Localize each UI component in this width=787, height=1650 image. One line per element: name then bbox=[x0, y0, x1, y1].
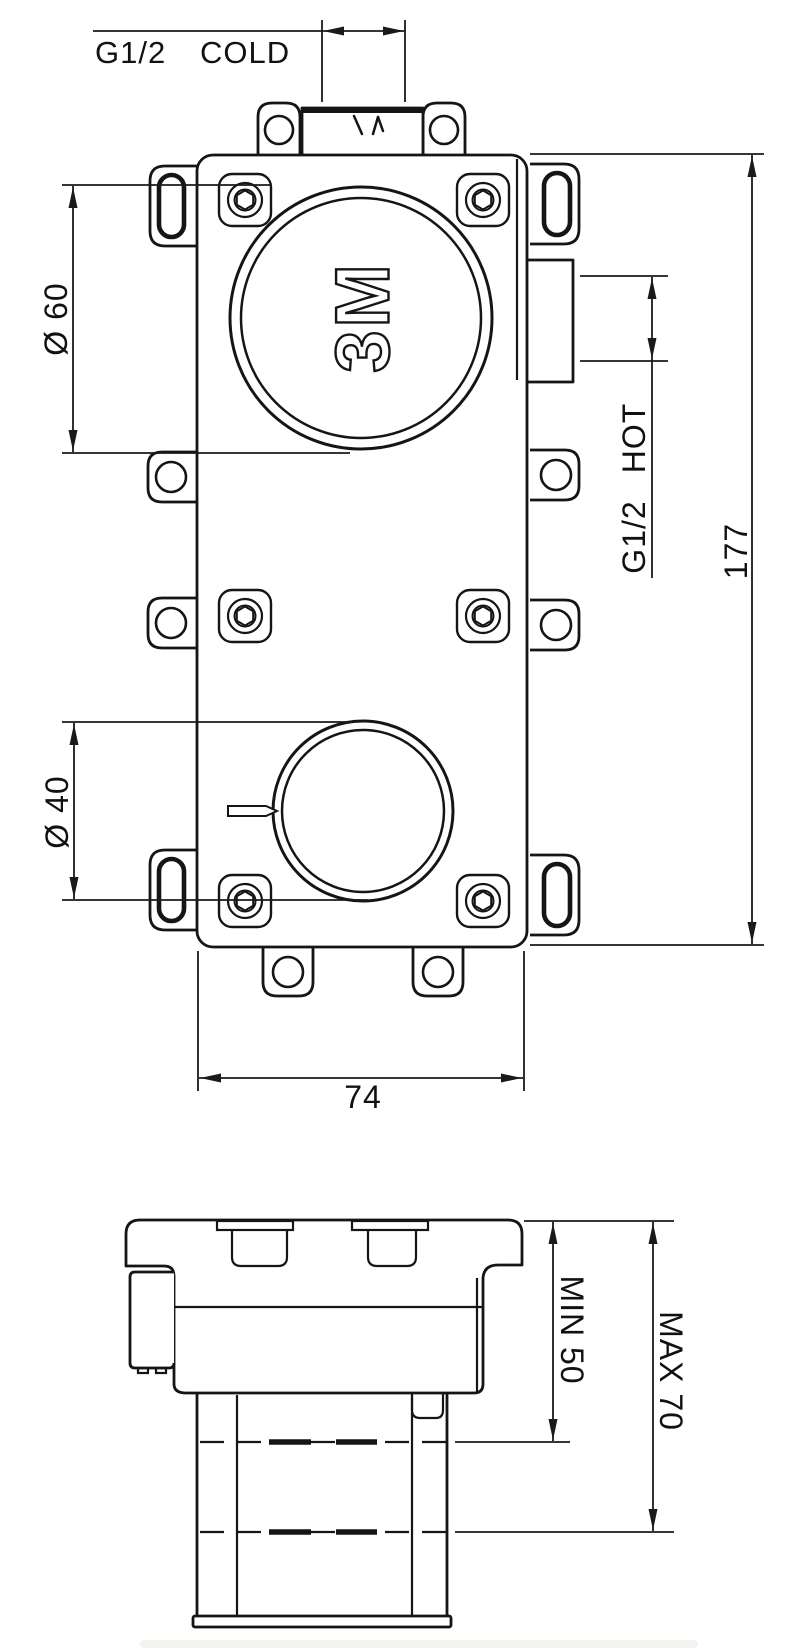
tab-oval-bottom-right bbox=[530, 855, 579, 935]
label-cold: COLD bbox=[200, 35, 290, 70]
screw-boss bbox=[217, 172, 273, 228]
dim-hot-inlet: HOT G1/2 bbox=[580, 275, 668, 578]
label-height: 177 bbox=[718, 523, 754, 579]
tab-circle-left-1 bbox=[146, 450, 199, 504]
label-dia-40: Ø 40 bbox=[39, 775, 75, 848]
label-cold-thread: G1/2 bbox=[95, 35, 166, 70]
thermostat-circle bbox=[228, 185, 494, 451]
volume-circle bbox=[227, 719, 455, 903]
index-pointer bbox=[227, 805, 280, 817]
side-boss-left bbox=[215, 1219, 295, 1268]
label-hot-thread: G1/2 bbox=[616, 500, 652, 573]
page-shadow bbox=[140, 1640, 698, 1648]
screw-boss bbox=[455, 172, 511, 228]
dim-height-177: 177 bbox=[530, 153, 764, 946]
tab-circle-left-2 bbox=[146, 596, 199, 650]
label-dia-60: Ø 60 bbox=[38, 282, 74, 355]
label-hot: HOT bbox=[616, 403, 652, 474]
tab-oval-top-left bbox=[150, 166, 199, 246]
cold-port bbox=[300, 106, 425, 159]
label-width: 74 bbox=[344, 1079, 382, 1115]
brand-logo: 3M bbox=[321, 261, 406, 373]
screw-boss bbox=[455, 873, 511, 929]
screw-boss bbox=[455, 588, 511, 644]
label-min-depth: MIN 50 bbox=[554, 1275, 590, 1384]
tab-circle-right-1 bbox=[528, 448, 581, 502]
dim-dia-40: Ø 40 bbox=[39, 721, 368, 901]
dim-width-74: 74 bbox=[197, 951, 525, 1115]
tab-oval-bottom-left bbox=[150, 850, 199, 930]
dimensions-side: MIN 50 MAX 70 bbox=[455, 1220, 689, 1533]
sleeve-rim bbox=[191, 1614, 453, 1629]
bottom-lug-right bbox=[411, 945, 465, 998]
screw-boss bbox=[217, 588, 273, 644]
screw-boss bbox=[217, 873, 273, 929]
bottom-lug-left bbox=[261, 945, 315, 998]
dim-max-depth: MAX 70 bbox=[455, 1222, 689, 1533]
plaster-sleeve bbox=[191, 1393, 453, 1629]
hot-port bbox=[522, 258, 575, 384]
tab-circle-right-2 bbox=[528, 598, 581, 652]
side-boss-right bbox=[350, 1219, 430, 1268]
dimensions-front: G1/2 COLD Ø 60 Ø 40 HOT bbox=[38, 20, 764, 1115]
top-ear-left bbox=[256, 101, 302, 157]
dim-cold-inlet: G1/2 COLD bbox=[93, 20, 406, 102]
side-port bbox=[128, 1270, 176, 1375]
dim-dia-60: Ø 60 bbox=[38, 184, 350, 454]
top-ear-right bbox=[421, 101, 467, 157]
tab-oval-top-right bbox=[530, 164, 579, 244]
sleeve-notch bbox=[410, 1394, 445, 1420]
hidden-thread-lines bbox=[200, 1439, 452, 1535]
thread-mark bbox=[352, 114, 385, 136]
label-max-depth: MAX 70 bbox=[653, 1311, 689, 1431]
dim-min-depth: MIN 50 bbox=[455, 1222, 590, 1443]
side-view bbox=[124, 1218, 524, 1629]
front-view: 3M bbox=[146, 101, 581, 998]
